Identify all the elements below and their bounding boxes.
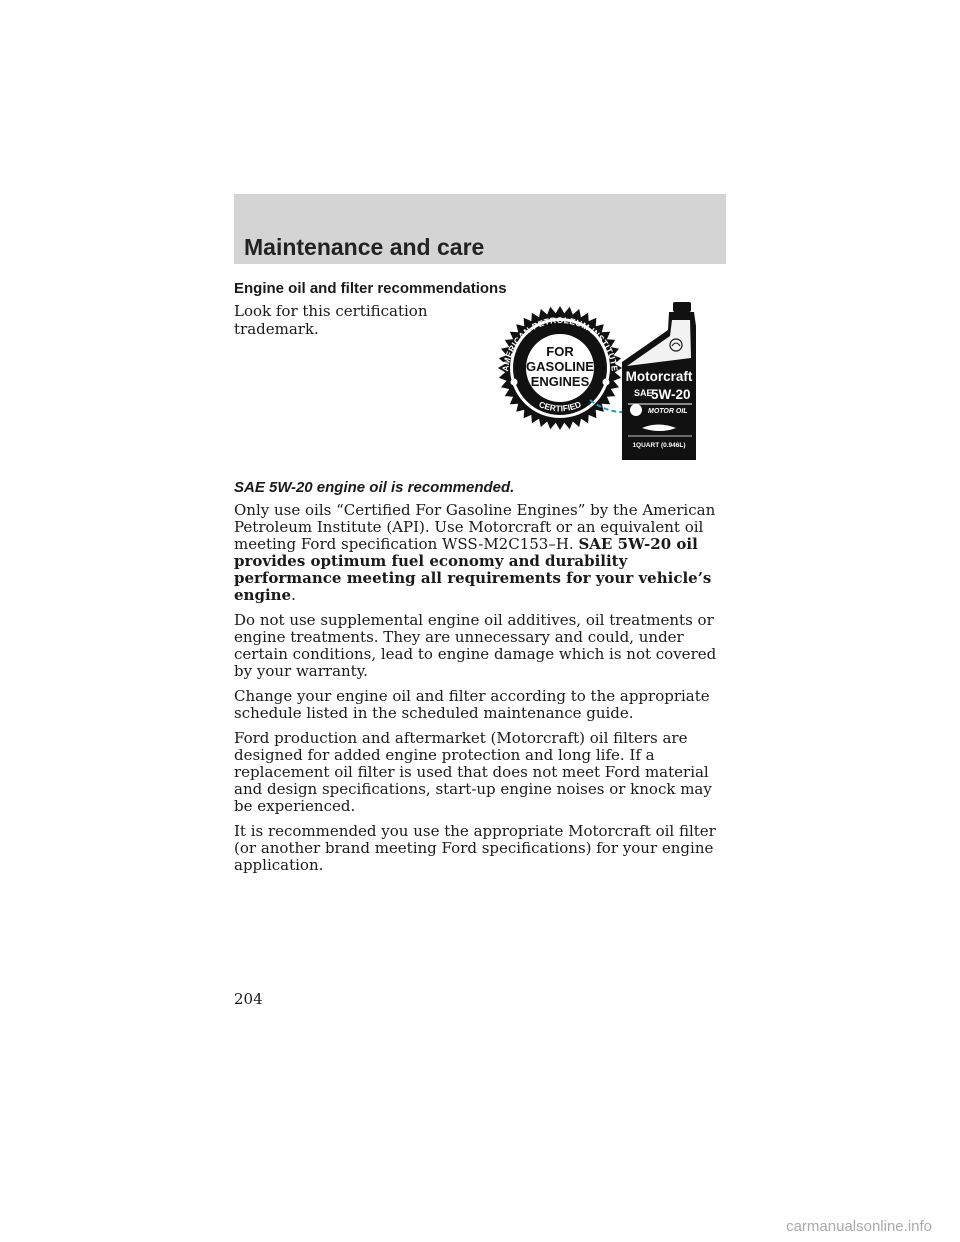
bottle-volume: 1QUART (0.946L) [632,442,685,449]
seal-inner-circle [526,334,594,402]
ford-oval-icon [669,338,683,352]
section-title: Engine oil and filter recommendations [234,280,507,297]
watermark: carmanualsonline.info [786,1218,932,1235]
paragraph-4: Ford production and aftermarket (Motorcr… [234,729,712,815]
paragraph-3: Change your engine oil and filter accord… [234,687,710,722]
leader-line [589,399,631,414]
seal-line-1: FOR [546,344,574,359]
paragraph-1-bold: SAE 5W-20 oil provides optimum fuel econ… [234,535,712,604]
certification-illustration: AMERICAN PETROLEUM INSTITUTE CERTIFIED F… [498,302,696,460]
body-text: Only use oils “Certified For Gasoline En… [234,502,734,882]
bottle-sae: SAE [634,388,653,398]
seal-line-3: ENGINES [531,374,590,389]
bottle-brand: Motorcraft [626,369,693,384]
paragraph-5: It is recommended you use the appropriat… [234,822,716,874]
oil-recommendation: SAE 5W-20 engine oil is recommended. [234,479,515,496]
header-band: Maintenance and care [234,194,726,264]
bottle-type: MOTOR OIL [648,408,688,415]
bottle-grade: 5W-20 [651,387,691,402]
paragraph-1: Only use oils “Certified For Gasoline En… [234,502,734,604]
seal-dot-right [602,378,610,386]
intro-text: Look for this certification trademark. [234,302,428,338]
seal-ring-bottom-text: CERTIFIED [537,399,582,413]
header-title: Maintenance and care [244,234,485,260]
paragraph-1-end: . [291,586,296,604]
paragraph-2: Do not use supplemental engine oil addit… [234,611,717,680]
seal-dot-left [510,378,518,386]
paragraph-1-text: Only use oils “Certified For Gasoline En… [234,501,716,553]
oil-bottle: Motorcraft SAE 5W-20 MOTOR OIL 1QUART (0… [622,302,696,460]
bottle-wing-icon [642,424,676,431]
bottle-badge-icon [630,404,642,416]
certification-figure: AMERICAN PETROLEUM INSTITUTE CERTIFIED F… [490,300,708,464]
seal-line-2: GASOLINE [526,359,594,374]
page-number: 204 [234,990,263,1008]
